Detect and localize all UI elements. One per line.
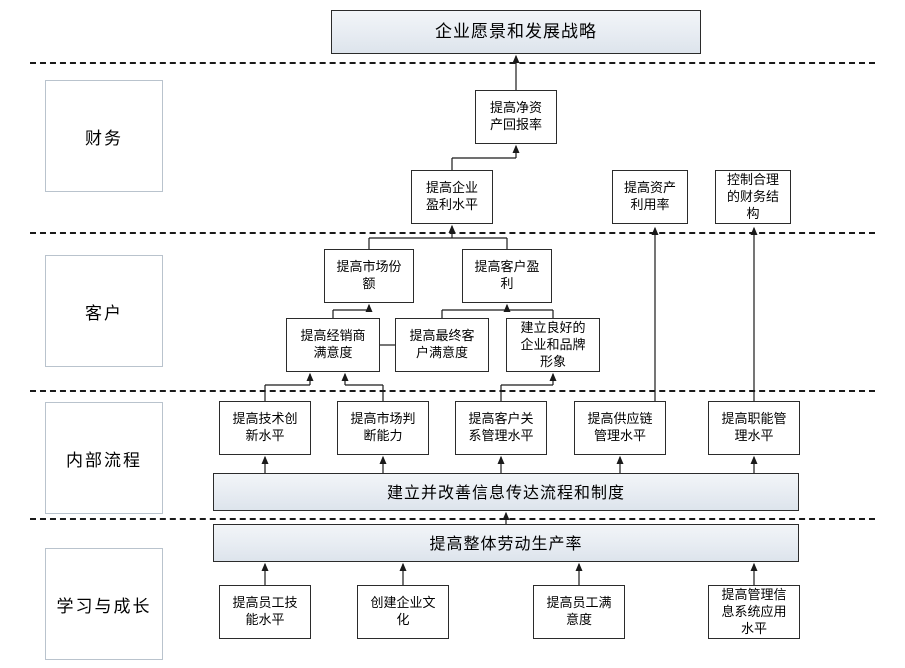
node-vision[interactable]: 企业愿景和发展战略 <box>331 10 701 54</box>
node-mis[interactable]: 提高管理信 息系统应用 水平 <box>708 585 800 639</box>
node-skill[interactable]: 提高员工技 能水平 <box>219 585 311 639</box>
node-profit[interactable]: 提高企业 盈利水平 <box>411 170 493 224</box>
perspective-divider-2 <box>30 232 875 234</box>
node-culture[interactable]: 创建企业文 化 <box>357 585 449 639</box>
node-crm[interactable]: 提高客户关 系管理水平 <box>455 401 547 455</box>
perspective-label-4: 学习与成长 <box>45 548 163 660</box>
node-asset[interactable]: 提高资产 利用率 <box>612 170 688 224</box>
node-tech[interactable]: 提高技术创 新水平 <box>219 401 311 455</box>
perspective-divider-1 <box>30 62 875 64</box>
node-func[interactable]: 提高职能管 理水平 <box>708 401 800 455</box>
node-enduser[interactable]: 提高最终客 户满意度 <box>395 318 489 372</box>
node-satisfaction[interactable]: 提高员工满 意度 <box>533 585 625 639</box>
node-supply[interactable]: 提高供应链 管理水平 <box>574 401 666 455</box>
node-info[interactable]: 建立并改善信息传达流程和制度 <box>213 473 799 511</box>
perspective-label-3: 内部流程 <box>45 402 163 514</box>
node-roe[interactable]: 提高净资 产回报率 <box>475 90 557 144</box>
perspective-label-1: 财务 <box>45 80 163 192</box>
node-brand[interactable]: 建立良好的 企业和品牌 形象 <box>506 318 600 372</box>
node-finstruct[interactable]: 控制合理 的财务结 构 <box>715 170 791 224</box>
perspective-divider-4 <box>30 518 875 520</box>
node-share[interactable]: 提高市场份 额 <box>324 249 414 303</box>
perspective-divider-3 <box>30 390 875 392</box>
node-custprofit[interactable]: 提高客户盈 利 <box>462 249 552 303</box>
node-productivity[interactable]: 提高整体劳动生产率 <box>213 524 799 562</box>
perspective-label-2: 客户 <box>45 255 163 367</box>
node-market[interactable]: 提高市场判 断能力 <box>337 401 429 455</box>
node-dealer[interactable]: 提高经销商 满意度 <box>286 318 380 372</box>
